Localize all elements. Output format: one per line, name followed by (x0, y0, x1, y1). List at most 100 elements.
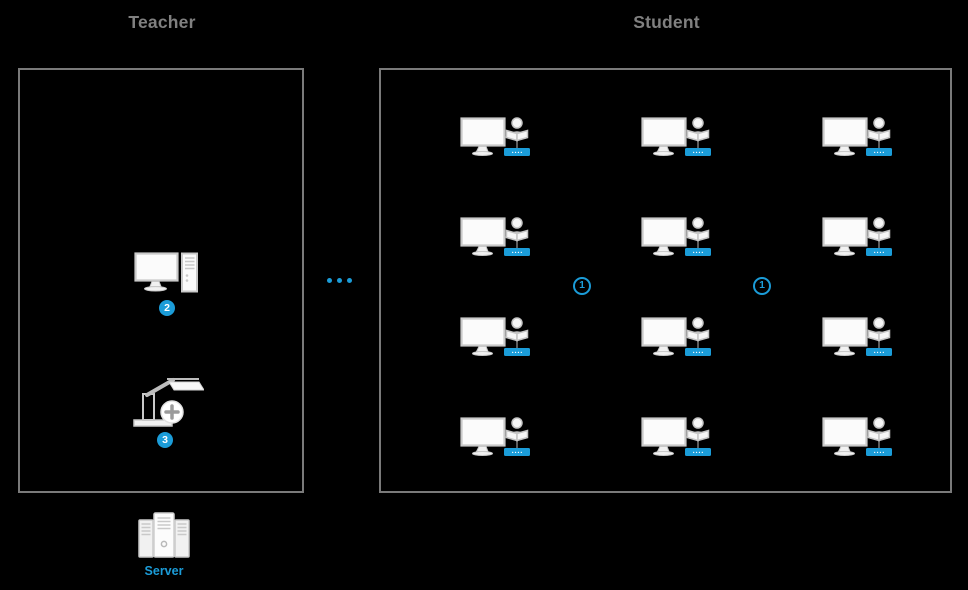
monitor-base (472, 151, 493, 156)
student-station: • • • • (460, 417, 530, 457)
document-camera-icon (133, 378, 204, 427)
monitor-icon (460, 217, 506, 247)
monitor-base (834, 351, 855, 356)
open-book-right-icon (697, 229, 710, 242)
monitor-base (834, 151, 855, 156)
monitor-stand (475, 446, 489, 452)
student-name-tag-text: • • • • (512, 150, 523, 155)
teacher-computer-group: 2 (133, 252, 201, 316)
teacher-monitor-icon (134, 252, 179, 282)
monitor-stand (837, 346, 851, 352)
student-name-tag (685, 148, 711, 156)
open-book-right-icon (878, 229, 891, 242)
teacher-monitor-stand (149, 281, 162, 287)
student-name-tag-text: • • • • (693, 250, 704, 255)
student-head-icon (873, 217, 885, 229)
student-computer-icon: • • • • (641, 117, 711, 156)
monitor-base (834, 451, 855, 456)
camera-arm (145, 378, 175, 397)
student-name-tag (685, 348, 711, 356)
camera-post (142, 393, 155, 421)
monitor-icon (822, 317, 868, 347)
teacher-section-title: Teacher (128, 12, 196, 32)
callout-badge-1-left: 1 (573, 277, 591, 295)
server-group: Server (137, 510, 191, 578)
tower-button-dot (185, 279, 189, 282)
monitor-stand (475, 146, 489, 152)
student-name-tag (504, 248, 530, 256)
student-name-tag (866, 248, 892, 256)
student-computer-icon: • • • • (460, 117, 530, 156)
monitor-base (653, 251, 674, 256)
student-computer-icon: • • • • (822, 117, 892, 156)
student-name-tag-text: • • • • (512, 250, 523, 255)
student-computer-icon: • • • • (822, 217, 892, 256)
camera-head (168, 381, 204, 391)
student-head-icon (511, 417, 523, 429)
open-book-right-icon (878, 129, 891, 142)
ellipsis-dot (337, 278, 342, 283)
document-camera-group: 3 (125, 371, 205, 448)
monitor-base (472, 451, 493, 456)
server-unit-right (174, 519, 190, 558)
monitor-icon (641, 417, 687, 447)
server-unit-middle (153, 512, 175, 558)
student-head-icon (692, 117, 704, 129)
student-station: • • • • (822, 417, 892, 457)
student-station: • • • • (641, 117, 711, 157)
student-name-tag (866, 348, 892, 356)
monitor-stand (656, 246, 670, 252)
student-computer-icon: • • • • (460, 417, 530, 456)
monitor-icon (822, 417, 868, 447)
monitor-stand (837, 146, 851, 152)
monitor-icon (822, 217, 868, 247)
monitor-stand (656, 146, 670, 152)
open-book-right-icon (697, 129, 710, 142)
monitor-icon (641, 117, 687, 147)
student-station: • • • • (822, 117, 892, 157)
open-book-right-icon (697, 329, 710, 342)
monitor-stand (475, 346, 489, 352)
monitor-icon (460, 117, 506, 147)
student-head-icon (873, 317, 885, 329)
server-power-dot (160, 540, 168, 548)
monitor-stand (656, 446, 670, 452)
monitor-icon (641, 217, 687, 247)
server-icon (138, 512, 190, 558)
student-head-icon (692, 417, 704, 429)
student-head-icon (511, 217, 523, 229)
student-station: • • • • (641, 417, 711, 457)
student-name-tag-text: • • • • (693, 150, 704, 155)
monitor-stand (656, 346, 670, 352)
open-book-right-icon (516, 229, 529, 242)
open-book-right-icon (878, 329, 891, 342)
student-name-tag-text: • • • • (512, 450, 523, 455)
monitor-base (834, 251, 855, 256)
open-book-right-icon (516, 329, 529, 342)
student-grid: • • • • • • • • • • • • (460, 117, 892, 457)
student-name-tag (866, 448, 892, 456)
student-name-tag-text: • • • • (693, 450, 704, 455)
monitor-base (653, 451, 674, 456)
teacher-zone-box (18, 68, 304, 493)
desktop-tower-icon (181, 252, 198, 293)
monitor-icon (641, 317, 687, 347)
student-name-tag (866, 148, 892, 156)
student-station: • • • • (822, 317, 892, 357)
student-computer-icon: • • • • (641, 317, 711, 356)
open-book-right-icon (878, 429, 891, 442)
student-name-tag-text: • • • • (512, 350, 523, 355)
student-name-tag (504, 148, 530, 156)
open-book-right-icon (516, 129, 529, 142)
student-head-icon (873, 417, 885, 429)
monitor-stand (837, 446, 851, 452)
student-head-icon (692, 217, 704, 229)
monitor-icon (460, 317, 506, 347)
ellipsis-dot (327, 278, 332, 283)
callout-badge-3: 3 (157, 432, 173, 448)
callout-badge-1-right: 1 (753, 277, 771, 295)
student-station: • • • • (460, 317, 530, 357)
monitor-stand (837, 246, 851, 252)
monitor-icon (822, 117, 868, 147)
monitor-base (472, 251, 493, 256)
